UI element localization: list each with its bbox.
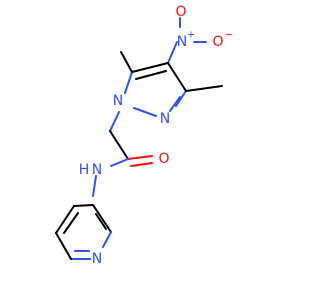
bond-c3-n2	[175, 90, 187, 107]
pyrazole-n1-label: N	[113, 93, 123, 109]
pyrazole-n2-label: N	[160, 111, 170, 127]
bond-py-c3-c2-inner	[95, 213, 107, 230]
nitro-oxygen-top-label: O	[175, 4, 186, 20]
bond-py-c6-c5	[55, 232, 72, 260]
bond-c4-c3	[167, 62, 187, 92]
bond-py-c5-c4-inner	[63, 212, 79, 234]
amide-nitrogen-label: N	[92, 162, 102, 178]
bonds	[55, 17, 223, 260]
bond-c-nh	[110, 158, 129, 167]
bond-py-c5-c4	[55, 205, 75, 234]
bond-py-c2-n	[102, 231, 112, 248]
bond-n2-n1	[133, 107, 157, 117]
bond-nh-pyridine	[92, 175, 97, 197]
amide-oxygen-label: O	[158, 151, 169, 167]
bond-c3-methyl	[185, 85, 223, 92]
nitro-oxygen-right-label: O	[212, 34, 223, 50]
amide-hydrogen-label: H	[79, 162, 90, 178]
bond-n1-ch2	[109, 111, 120, 132]
bond-py-c4-c3	[73, 204, 94, 207]
bond-py-c3-c2	[92, 204, 112, 233]
nitro-oxygen-charge: −	[225, 30, 233, 41]
molecule-structure: N + O O − N N O N H N	[55, 4, 233, 267]
nitro-nitrogen-charge: +	[187, 30, 195, 41]
bond-c5-c4-double	[135, 70, 167, 80]
bond-c3-n2-double	[169, 96, 181, 112]
bond-c4-nitro-n	[167, 41, 178, 64]
pyridine-nitrogen-label: N	[92, 251, 102, 267]
atom-labels: N + O O − N N O N H N	[79, 4, 233, 267]
bond-c5-methyl	[120, 51, 133, 73]
bond-n1-c5	[124, 71, 133, 94]
bond-c-o-double	[130, 162, 153, 167]
bond-c5-c4	[131, 62, 169, 73]
bond-ch2-carbonyl	[109, 130, 129, 160]
nitro-nitrogen-label: N	[177, 34, 187, 50]
bond-c-o	[127, 155, 153, 160]
